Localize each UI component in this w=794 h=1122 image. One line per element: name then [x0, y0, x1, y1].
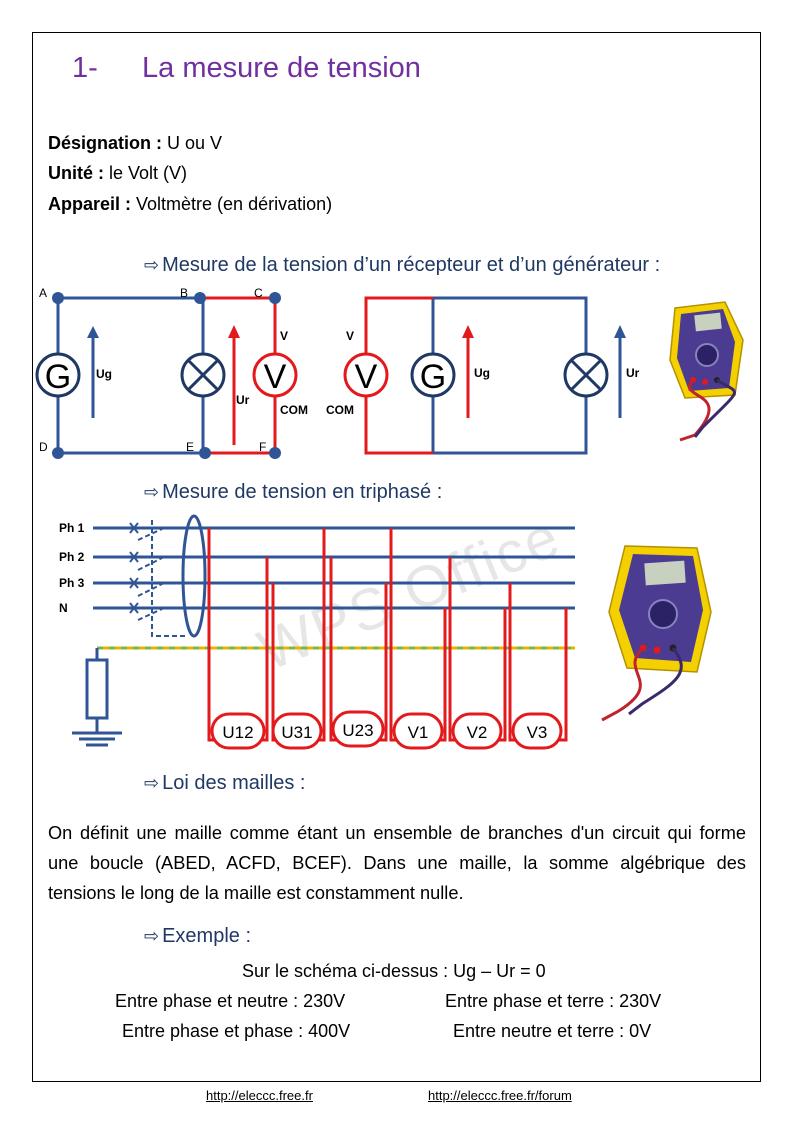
section-exemple: ⇨Exemple :: [144, 925, 251, 948]
example-phase-neutre: Entre phase et neutre : 230V: [115, 991, 346, 1011]
multimeter-image-2: [601, 545, 712, 722]
phase-label: Ph 3: [59, 576, 85, 590]
page-title: 1- La mesure de tension: [72, 52, 421, 85]
section-recepteur: ⇨Mesure de la tension d’un récepteur et …: [144, 254, 660, 277]
example-line: Sur le schéma ci-dessus : Ug – Ur = 0: [242, 961, 546, 981]
meter-label: U23: [342, 721, 373, 740]
ur-label: Ur: [236, 393, 250, 407]
v-terminal-label: V: [346, 329, 354, 343]
meter-label: V2: [467, 723, 488, 742]
gen-label: G: [45, 358, 71, 396]
arrow-right-icon: ⇨: [144, 482, 160, 502]
arrow-right-icon: ⇨: [144, 926, 160, 946]
definition-value: le Volt (V): [104, 163, 188, 183]
arrow-up-icon: [228, 325, 240, 338]
definition-unite: Unité : le Volt (V): [48, 163, 187, 184]
com-terminal-label: COM: [326, 403, 354, 417]
loi-des-mailles-paragraph: On définit une maille comme étant un ens…: [48, 823, 746, 903]
com-terminal-label: COM: [280, 403, 308, 417]
voltmeter-symbol: [252, 352, 298, 398]
page-frame: [32, 32, 761, 1082]
section-heading: Exemple :: [162, 925, 252, 947]
circuit-1: G V A B C D E F Ug Ur V COM: [35, 286, 308, 459]
arrow-right-icon: ⇨: [144, 773, 160, 793]
footer-link-site[interactable]: http://eleccc.free.fr: [206, 1088, 313, 1103]
multimeter-image-1: [669, 301, 744, 442]
phase-label: Ph 1: [59, 521, 85, 535]
node-label: F: [259, 440, 266, 454]
node-label: D: [39, 440, 48, 454]
definition-label: Unité :: [48, 163, 104, 183]
node-label: A: [39, 286, 47, 300]
definition-designation: Désignation : U ou V: [48, 133, 222, 154]
arrow-up-icon: [614, 325, 626, 338]
gen-label: G: [420, 358, 446, 396]
voltmeter-symbol: [343, 352, 389, 398]
section-mailles: ⇨Loi des mailles :: [144, 772, 306, 795]
section-triphase: ⇨Mesure de tension en triphasé :: [144, 481, 442, 504]
v-terminal-label: V: [280, 329, 288, 343]
section-heading: Loi des mailles :: [162, 772, 306, 794]
ug-label: Ug: [96, 367, 112, 381]
definition-label: Appareil :: [48, 194, 132, 214]
definition-label: Désignation :: [48, 133, 163, 153]
example-neutre-terre: Entre neutre et terre : 0V: [453, 1021, 652, 1041]
triphase-diagram: Ph 1 Ph 2 Ph 3 N: [59, 514, 575, 750]
voltmeter-row: [210, 710, 563, 750]
meter-label: V1: [408, 723, 429, 742]
example-phase-terre: Entre phase et terre : 230V: [445, 991, 662, 1011]
definition-value: U ou V: [162, 133, 223, 153]
node-label: E: [186, 440, 194, 454]
circuit-2: V G V COM Ug Ur: [326, 296, 640, 455]
definition-value: Voltmètre (en dérivation): [131, 194, 333, 214]
meter-label: V3: [527, 723, 548, 742]
example-phase-phase: Entre phase et phase : 400V: [122, 1021, 351, 1041]
title-number: 1-: [72, 52, 98, 84]
title-text: La mesure de tension: [142, 52, 421, 84]
footer-link-forum[interactable]: http://eleccc.free.fr/forum: [428, 1088, 572, 1103]
node-label: C: [254, 286, 263, 300]
ug-label: Ug: [474, 366, 490, 380]
section-heading: Mesure de tension en triphasé :: [162, 481, 443, 503]
meter-label: U12: [222, 723, 253, 742]
section-heading: Mesure de la tension d’un récepteur et d…: [162, 254, 661, 276]
arrow-up-icon: [462, 325, 474, 338]
generator-symbol: [410, 352, 456, 398]
ur-label: Ur: [626, 366, 640, 380]
phase-label: Ph 2: [59, 550, 85, 564]
definition-appareil: Appareil : Voltmètre (en dérivation): [48, 194, 332, 215]
arrow-up-icon: [87, 326, 99, 338]
generator-symbol: [35, 352, 81, 398]
arrow-right-icon: ⇨: [144, 255, 160, 275]
node-label: B: [180, 286, 188, 300]
phase-label: N: [59, 601, 68, 615]
meter-label: U31: [281, 723, 312, 742]
voltmeter-label: V: [355, 358, 378, 396]
voltmeter-label: V: [264, 358, 287, 396]
